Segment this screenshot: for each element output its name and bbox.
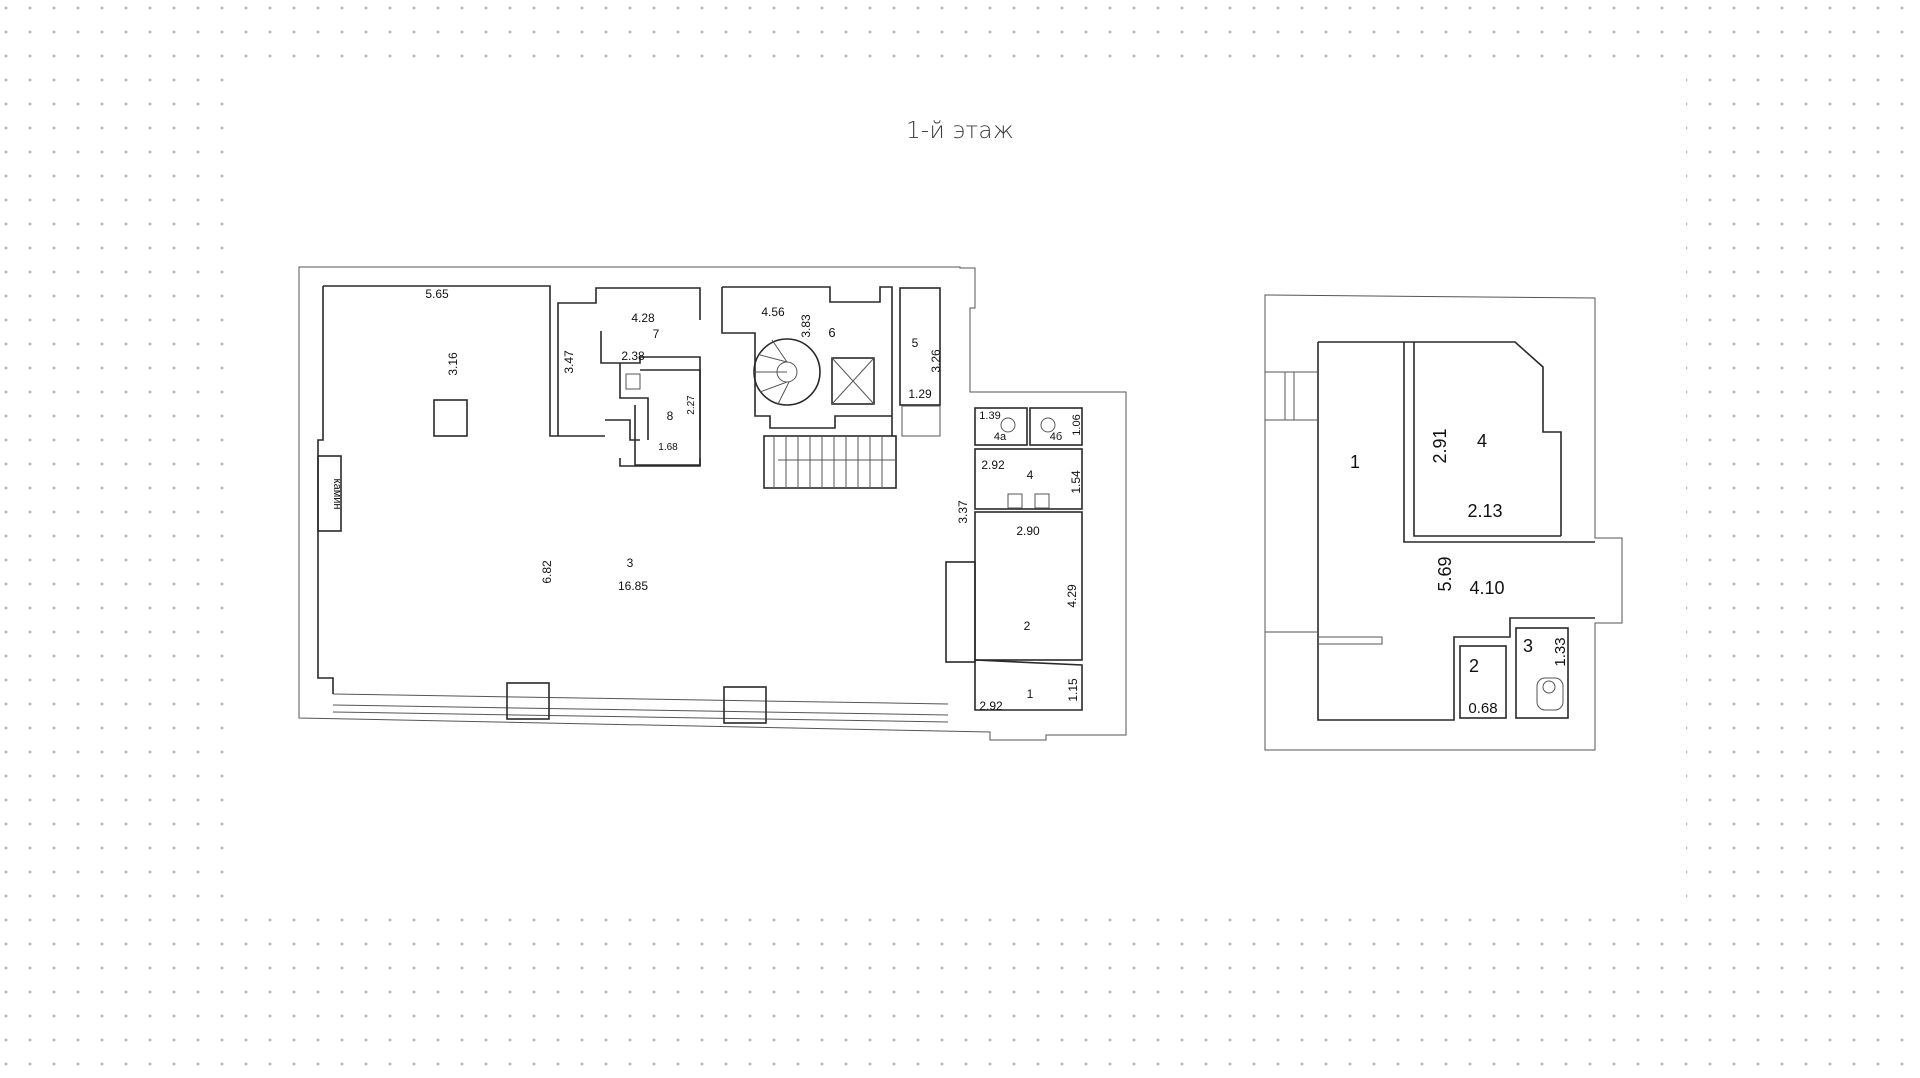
dim-label: 3.26: [929, 349, 943, 373]
dim-label: 1.68: [658, 442, 678, 453]
dim-label: 3.16: [446, 352, 460, 376]
dim-label: 4.56: [761, 305, 785, 319]
dim-label: 1.54: [1069, 470, 1083, 494]
fireplace: [317, 455, 342, 532]
room-number: 8: [667, 409, 674, 423]
room-number: 3: [627, 556, 634, 570]
dim-label: 1.29: [908, 387, 932, 401]
dim-label: 3.47: [562, 350, 576, 374]
dim-label: 2.13: [1467, 501, 1502, 521]
room-number: 2: [1024, 619, 1031, 633]
right-plan-labels: 1 5.69 4.10 2.91 4 2.13 2 0.68 3 1.33: [1350, 428, 1569, 717]
dim-label: 5.65: [425, 287, 449, 301]
floor-title: 1-й этаж: [905, 118, 1015, 144]
room-area: 16.85: [618, 579, 648, 593]
room-number: 1: [1350, 452, 1360, 472]
dim-label: 2.91: [1430, 428, 1450, 463]
dim-label: 2.92: [981, 458, 1005, 472]
dim-label: 1.15: [1066, 678, 1080, 702]
dim-label: 2.92: [979, 699, 1003, 713]
room-number: 2: [1469, 656, 1479, 676]
dim-label: 3.37: [956, 500, 970, 524]
elevator-shaft: [831, 357, 875, 405]
room-number: 3: [1523, 636, 1533, 656]
room-number: 7: [653, 327, 660, 341]
dim-label: 6.82: [540, 560, 554, 584]
dim-label: 4.28: [631, 311, 655, 325]
room-number: 1: [1027, 687, 1034, 701]
right-floor-plan: [1264, 294, 1623, 751]
dim-label: 4.29: [1065, 584, 1079, 608]
dim-label: 2.38: [621, 349, 645, 363]
dim-label: 2.27: [686, 395, 697, 415]
dim-label: 2.90: [1016, 524, 1040, 538]
room-number: 4: [1027, 468, 1034, 482]
column: [433, 399, 468, 437]
fireplace-label: камин: [331, 479, 343, 510]
room-number: 6: [828, 325, 835, 340]
left-plan-labels: 5.65 3.16 6.82 3 16.85 4.28 7 3.47 2.38 …: [425, 287, 1083, 713]
dim-label: 1.33: [1552, 637, 1569, 666]
room-number: 4б: [1050, 431, 1062, 443]
plan-canvas: [234, 66, 1686, 906]
dim-label: 1.39: [979, 410, 1000, 422]
dim-label: 5.69: [1435, 556, 1455, 591]
room-number: 4а: [994, 431, 1007, 443]
left-floor-plan: камин: [298, 266, 1127, 741]
dim-label: 3.83: [799, 314, 813, 338]
room-number: 4: [1477, 431, 1487, 451]
room-number: 5: [912, 336, 919, 350]
dim-label: 0.68: [1468, 700, 1497, 717]
dim-label: 1.06: [1071, 414, 1083, 435]
staircase: [763, 435, 897, 489]
dim-label: 4.10: [1469, 578, 1504, 598]
